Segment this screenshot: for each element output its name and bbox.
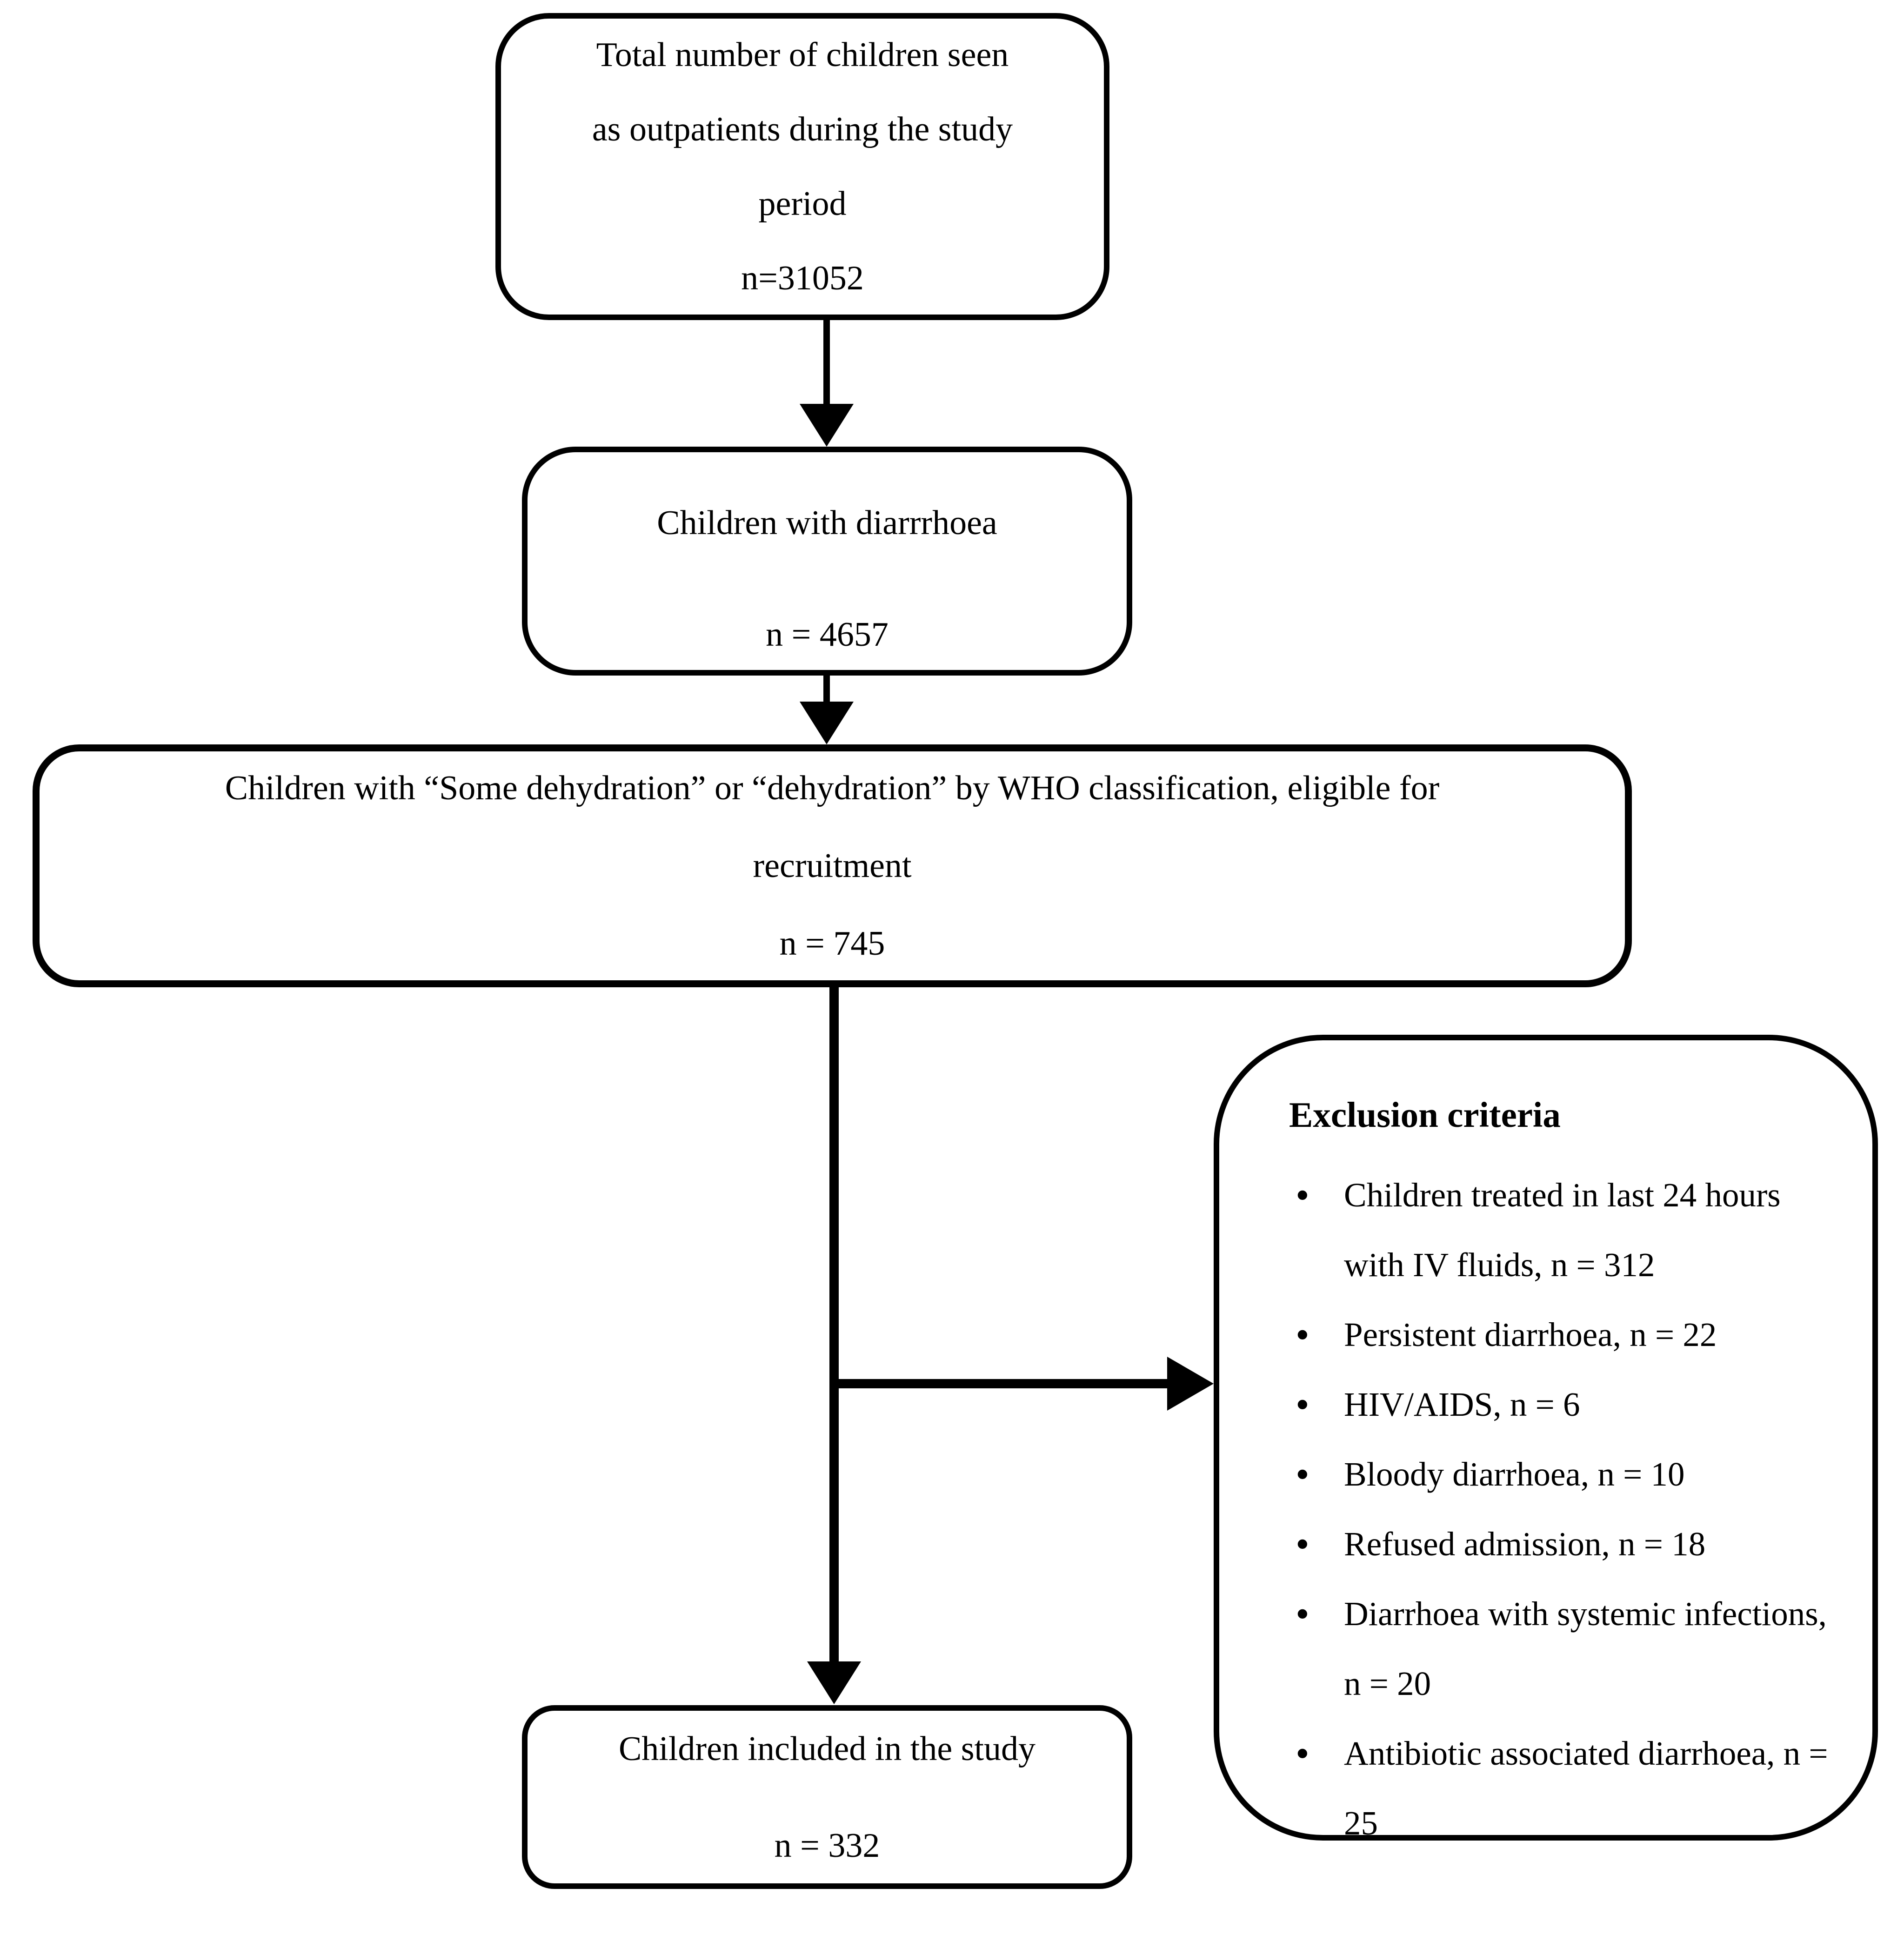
arrowhead-down-icon — [800, 404, 854, 447]
arrowhead-right-icon — [1167, 1357, 1214, 1411]
box-total-outpatients: Total number of children seen as outpati… — [495, 13, 1109, 320]
exclusion-item: HIV/AIDS, n = 6 — [1289, 1370, 1830, 1440]
box-children-included: Children included in the study n = 332 — [522, 1705, 1132, 1889]
arrow-line-vertical — [829, 985, 839, 1662]
box-text-line: Children included in the study — [618, 1729, 1036, 1768]
box-count: n=31052 — [741, 259, 864, 297]
box-text-line: Children with diarrrhoea — [657, 504, 997, 542]
box-children-with-diarrhoea: Children with diarrrhoea n = 4657 — [522, 447, 1132, 676]
arrow-line-vertical — [823, 676, 830, 703]
exclusion-item: Children treated in last 24 hours with I… — [1289, 1160, 1830, 1300]
box-count: n = 332 — [774, 1826, 880, 1865]
box-text-line: as outpatients during the study — [592, 110, 1013, 148]
exclusion-item: Diarrhoea with systemic infections, n = … — [1289, 1579, 1830, 1719]
box-exclusion-criteria: Exclusion criteria Children treated in l… — [1214, 1035, 1878, 1842]
exclusion-item: Antibiotic associated diarrhoea, n = 25 — [1289, 1719, 1830, 1858]
exclusion-criteria-title: Exclusion criteria — [1289, 1095, 1561, 1135]
arrow-line-horizontal — [829, 1379, 1169, 1388]
box-count: n = 745 — [779, 924, 885, 963]
arrow-line-vertical — [823, 318, 830, 406]
box-count: n = 4657 — [766, 616, 889, 654]
box-text-line: Total number of children seen — [596, 36, 1009, 74]
box-eligible-for-recruitment: Children with “Some dehydration” or “deh… — [33, 744, 1632, 987]
exclusion-criteria-list: Children treated in last 24 hours with I… — [1289, 1160, 1830, 1858]
exclusion-item: Bloody diarrhoea, n = 10 — [1289, 1440, 1830, 1509]
box-text-line: recruitment — [753, 846, 912, 885]
arrowhead-down-icon — [800, 702, 854, 744]
box-text-line: Children with “Some dehydration” or “deh… — [225, 769, 1440, 807]
exclusion-item: Persistent diarrhoea, n = 22 — [1289, 1300, 1830, 1370]
box-text-line: period — [758, 185, 847, 223]
exclusion-item: Refused admission, n = 18 — [1289, 1509, 1830, 1579]
arrowhead-down-icon — [807, 1661, 861, 1704]
